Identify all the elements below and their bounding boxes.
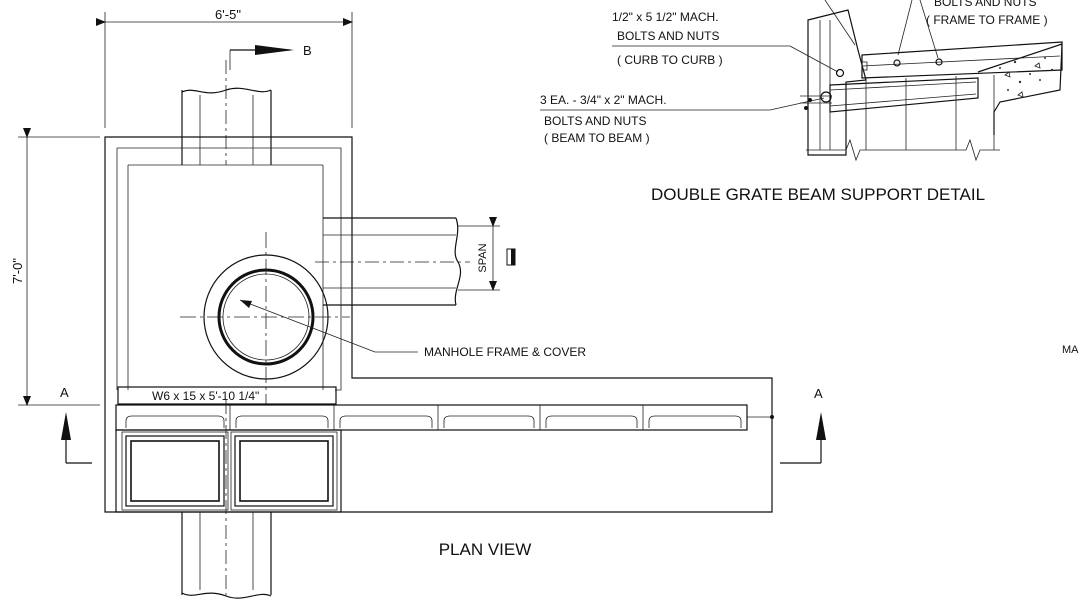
bolt-curb-line3: ( CURB TO CURB )	[617, 53, 723, 67]
beam-support-detail: 1/2" x 5 1/2" MACH. BOLTS AND NUTS ( CUR…	[540, 0, 1063, 204]
bolt-markers	[800, 58, 943, 110]
width-dimension-label: 6'-5"	[215, 7, 241, 22]
beam-label: W6 x 15 x 5'-10 1/4"	[152, 389, 259, 403]
bolt-beam-line2: BOLTS AND NUTS	[544, 114, 646, 128]
double-grate	[115, 429, 342, 513]
manhole-frame-cover: MANHOLE FRAME & COVER	[180, 232, 586, 405]
plan-view-title: PLAN VIEW	[439, 540, 532, 559]
detail-title: DOUBLE GRATE BEAM SUPPORT DETAIL	[651, 185, 985, 204]
section-a-left-label: A	[60, 385, 69, 400]
span-label: SPAN	[477, 243, 489, 272]
width-dimension: 6'-5"	[96, 7, 353, 128]
bolt-curb-line2: BOLTS AND NUTS	[617, 29, 719, 43]
top-pipe	[181, 60, 272, 165]
structure-outline	[104, 136, 773, 513]
section-a-left-marker: A	[60, 385, 92, 464]
section-a-right-label: A	[814, 386, 823, 401]
bolt-frame-line1: BOLTS AND NUTS	[934, 0, 1036, 9]
bottom-pipe	[181, 400, 272, 600]
section-a-right-marker: A	[780, 386, 826, 464]
bolt-curb-line1: 1/2" x 5 1/2" MACH.	[612, 10, 719, 24]
span-dimension: SPAN	[458, 217, 516, 291]
bolt-beam-line3: ( BEAM TO BEAM )	[544, 131, 650, 145]
side-pipe	[315, 217, 470, 306]
section-b-label: B	[303, 43, 312, 58]
bolt-beam-line1: 3 EA. - 3/4" x 2" MACH.	[540, 93, 667, 107]
trench-grate-strip	[115, 404, 774, 431]
edge-cut-text: MA	[1062, 344, 1079, 356]
beam-w6: W6 x 15 x 5'-10 1/4"	[117, 386, 337, 405]
height-dimension-label: 7'-0"	[10, 258, 25, 284]
plan-view: 6'-5" 7'-0" B	[10, 7, 826, 600]
section-b-marker: B	[229, 43, 312, 70]
structure-inner-wall	[117, 147, 342, 391]
height-dimension: 7'-0"	[10, 128, 100, 406]
manhole-label: MANHOLE FRAME & COVER	[424, 345, 586, 359]
bolt-frame-line2: ( FRAME TO FRAME )	[926, 13, 1048, 27]
